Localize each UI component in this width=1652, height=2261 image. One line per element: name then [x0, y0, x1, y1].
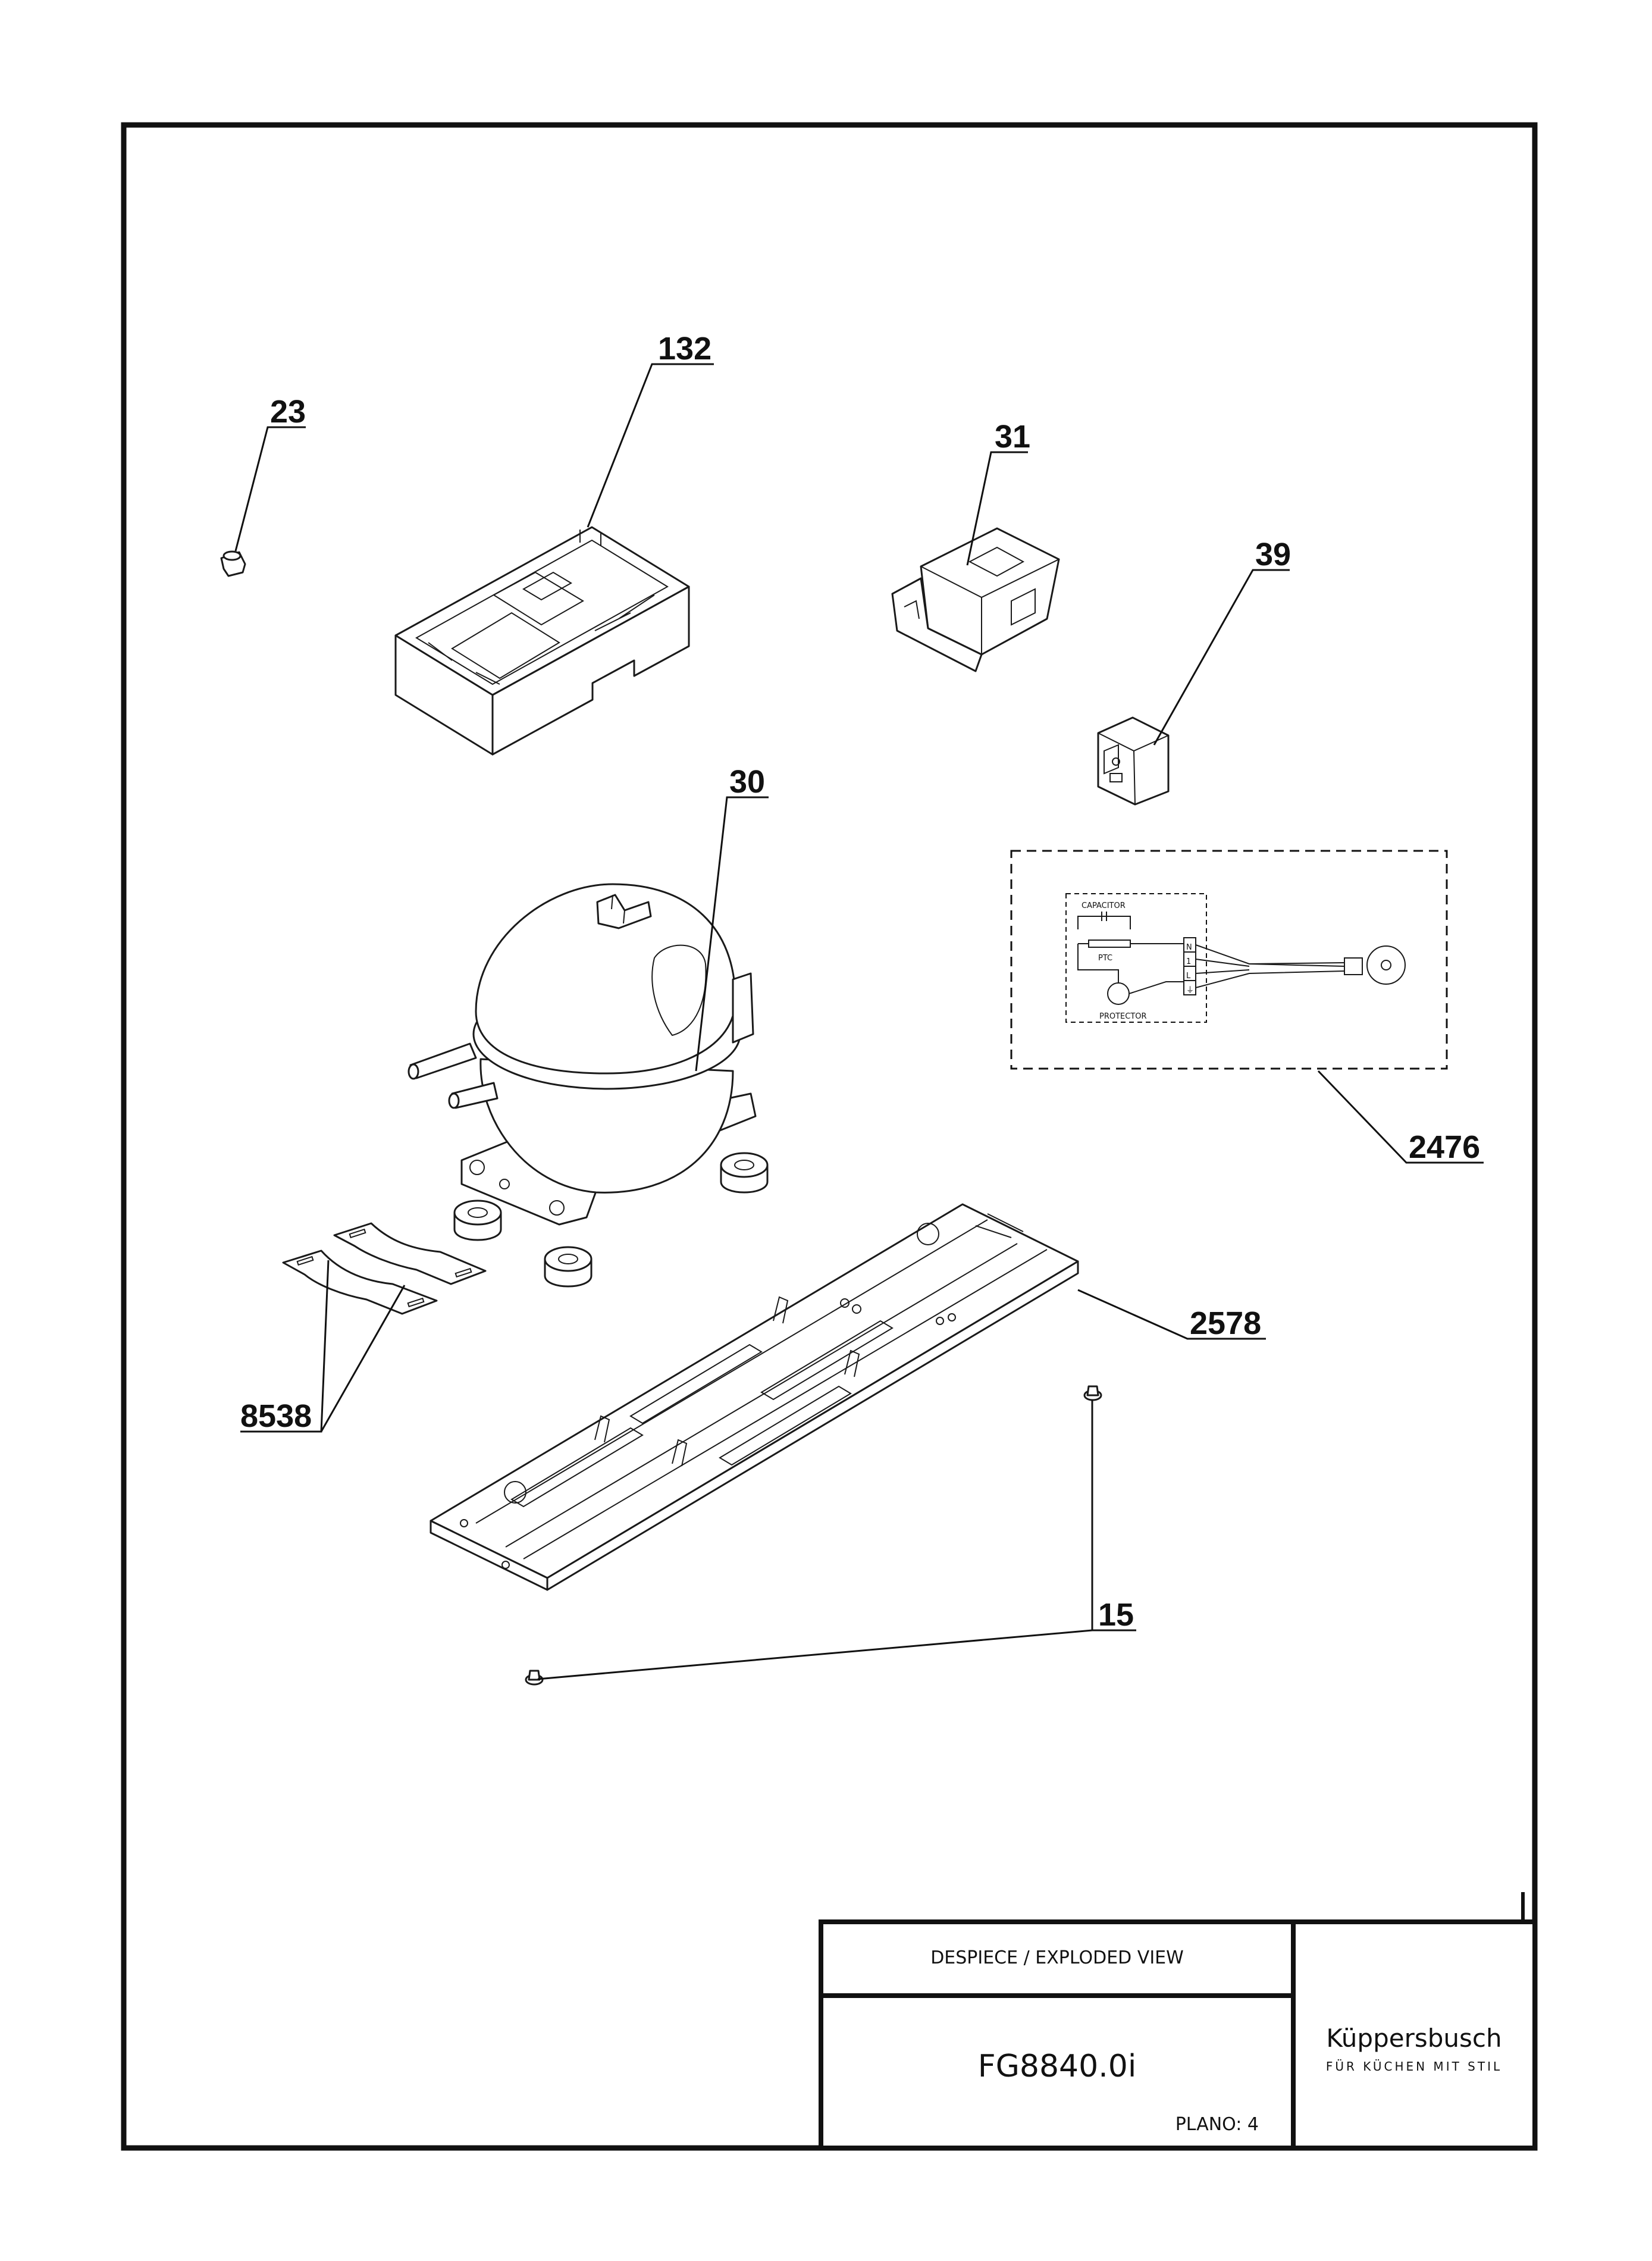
callout-8538: 8538 [240, 1398, 312, 1434]
callout-31: 31 [995, 419, 1030, 455]
part-30-compressor [407, 883, 757, 1226]
grommet [453, 1200, 502, 1241]
callout-23: 23 [270, 394, 306, 430]
part-15-screw [1083, 1385, 1102, 1401]
model-number: FG8840.0i [978, 2049, 1137, 2084]
schematic-capacitor-label: CAPACITOR [1082, 901, 1126, 910]
part-132-tray [394, 526, 690, 756]
grommet [720, 1152, 769, 1194]
part-2578-base-rails [430, 1203, 1079, 1591]
plan-number: PLANO: 4 [1175, 2114, 1259, 2135]
callouts: 23 132 31 39 30 2476 2578 8538 15 [240, 331, 1480, 1633]
title-block: DESPIECE / EXPLODED VIEW FG8840.0i PLANO… [819, 1892, 1537, 2150]
schematic-terminal-l: L [1186, 972, 1191, 981]
callout-30: 30 [729, 764, 765, 800]
part-23-plug [220, 550, 246, 577]
part-2476-wiring-harness: CAPACITOR PTC PROTECTOR N 1 L ⏚ [1010, 850, 1448, 1070]
schematic-protector-label: PROTECTOR [1099, 1012, 1147, 1021]
callout-15: 15 [1098, 1597, 1134, 1633]
drawing-border [121, 122, 1538, 2151]
view-title: DESPIECE / EXPLODED VIEW [930, 1947, 1184, 1968]
schematic-terminal-ground: ⏚ [1186, 986, 1194, 995]
brand-logo: Küppersbusch [1326, 2024, 1501, 2053]
grommet [544, 1246, 593, 1288]
brand-tagline: FÜR KÜCHEN MIT STIL [1326, 2059, 1502, 2074]
callout-132: 132 [658, 331, 711, 367]
callout-39: 39 [1255, 537, 1291, 572]
grommets [453, 1152, 769, 1288]
callout-2476: 2476 [1409, 1129, 1480, 1165]
part-15-screw [525, 1670, 544, 1686]
part-39-relay [1097, 716, 1170, 806]
schematic-terminal-1: 1 [1186, 957, 1191, 966]
callout-2578: 2578 [1190, 1305, 1261, 1341]
leader-lines [234, 363, 1484, 1680]
schematic-ptc-label: PTC [1098, 954, 1112, 963]
schematic-terminal-n: N [1186, 943, 1192, 952]
part-8538-strips [282, 1222, 487, 1315]
part-31-terminal-cover [891, 527, 1060, 672]
